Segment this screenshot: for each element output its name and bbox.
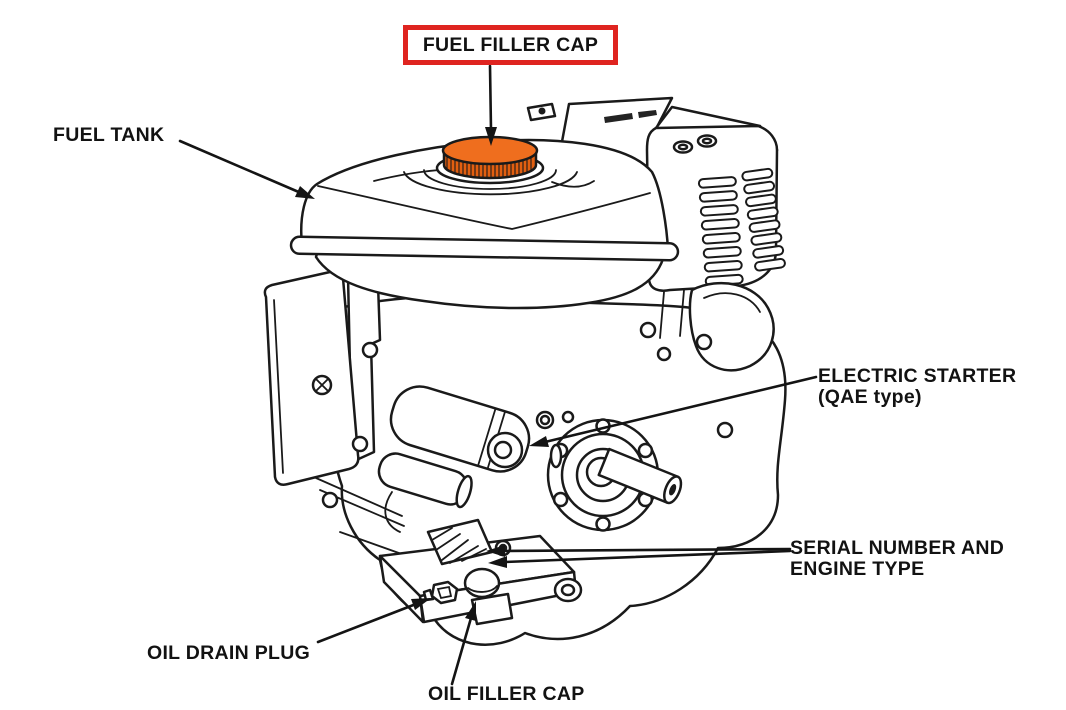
muffler-shape: [645, 105, 786, 339]
label-serial-number: SERIAL NUMBER AND ENGINE TYPE: [790, 538, 1004, 580]
fuel-tank-shape: [289, 138, 680, 310]
arrow-fuel-filler-cap: [485, 64, 497, 146]
oil-filler-cap-shape: [463, 567, 514, 626]
label-fuel-tank: FUEL TANK: [53, 124, 165, 146]
label-serial-number-line1: SERIAL NUMBER AND: [790, 537, 1005, 559]
fuel-filler-cap-shape: [435, 135, 545, 185]
arrow-oil-filler-cap: [450, 601, 476, 686]
arrow-electric-starter: [529, 375, 818, 447]
arrow-serial-number-1: [486, 545, 792, 557]
arrow-fuel-tank: [178, 139, 315, 199]
label-electric-starter-line1: ELECTRIC STARTER: [818, 365, 1017, 387]
label-oil-drain-plug: OIL DRAIN PLUG: [147, 642, 311, 664]
crankshaft-shape: [597, 447, 683, 505]
label-electric-starter: ELECTRIC STARTER (QAE type): [818, 366, 1016, 408]
label-electric-starter-line2: (QAE type): [818, 386, 922, 408]
blower-shroud-shape: [639, 281, 775, 439]
muffler-vent-slots: [697, 167, 786, 287]
leader-lines: [178, 64, 818, 686]
label-oil-filler-cap: OIL FILLER CAP: [428, 683, 585, 705]
ignition-cover-shape: [263, 270, 382, 486]
label-fuel-filler-cap: FUEL FILLER CAP: [422, 33, 599, 56]
label-serial-number-line2: ENGINE TYPE: [790, 558, 925, 580]
arrow-oil-drain-plug: [316, 598, 431, 644]
fuel-valve-shape: [526, 102, 557, 122]
electric-starter-shape: [377, 385, 531, 509]
arrow-serial-number-2: [488, 549, 792, 568]
fuel-filler-cap-highlight-box: FUEL FILLER CAP: [403, 25, 618, 65]
